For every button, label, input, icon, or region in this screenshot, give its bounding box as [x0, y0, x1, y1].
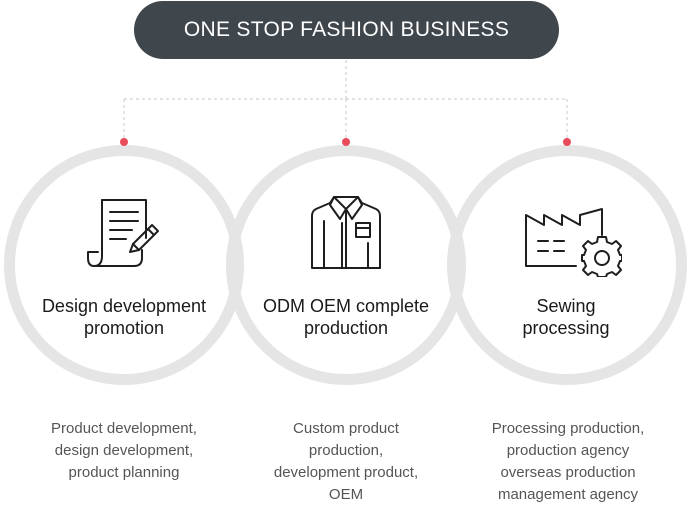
shirt-icon	[311, 196, 381, 269]
dot-production	[342, 138, 350, 146]
description-line: management agency	[497, 486, 639, 503]
service-description-design: Product development, design development,…	[9, 418, 239, 484]
service-title-line: ODM OEM complete	[262, 296, 430, 316]
description-line: OEM	[328, 486, 364, 503]
description-line: production agency	[506, 442, 630, 459]
service-title-line: production	[303, 318, 389, 338]
dot-sewing	[563, 138, 571, 146]
header-title-pill: ONE STOP FASHION BUSINESS	[134, 1, 559, 59]
description-line: production,	[308, 442, 384, 459]
description-line: Custom product	[293, 420, 399, 437]
service-ring-sewing	[447, 145, 687, 385]
service-title-line: processing	[522, 318, 610, 338]
description-line: design development,	[54, 442, 194, 459]
service-description-sewing: Processing production, production agency…	[453, 418, 683, 506]
description-line: overseas production	[500, 464, 636, 481]
service-title-line: promotion	[83, 318, 165, 338]
service-title-line: Design development	[41, 296, 207, 316]
description-line: Product development,	[51, 420, 197, 437]
header-title: ONE STOP FASHION BUSINESS	[183, 18, 510, 41]
service-title-design: Design development promotion	[4, 295, 244, 339]
service-title-production: ODM OEM complete production	[226, 295, 466, 339]
factory-gear-icon	[525, 208, 622, 277]
service-title-sewing: Sewing processing	[446, 295, 686, 339]
description-line: product planning	[68, 464, 180, 481]
service-description-production: Custom product production, development p…	[231, 418, 461, 506]
description-line: development product,	[273, 464, 419, 481]
dot-design	[120, 138, 128, 146]
document-pencil-icon	[87, 199, 159, 267]
description-line: Processing production,	[491, 420, 645, 437]
service-title-line: Sewing	[536, 296, 596, 316]
